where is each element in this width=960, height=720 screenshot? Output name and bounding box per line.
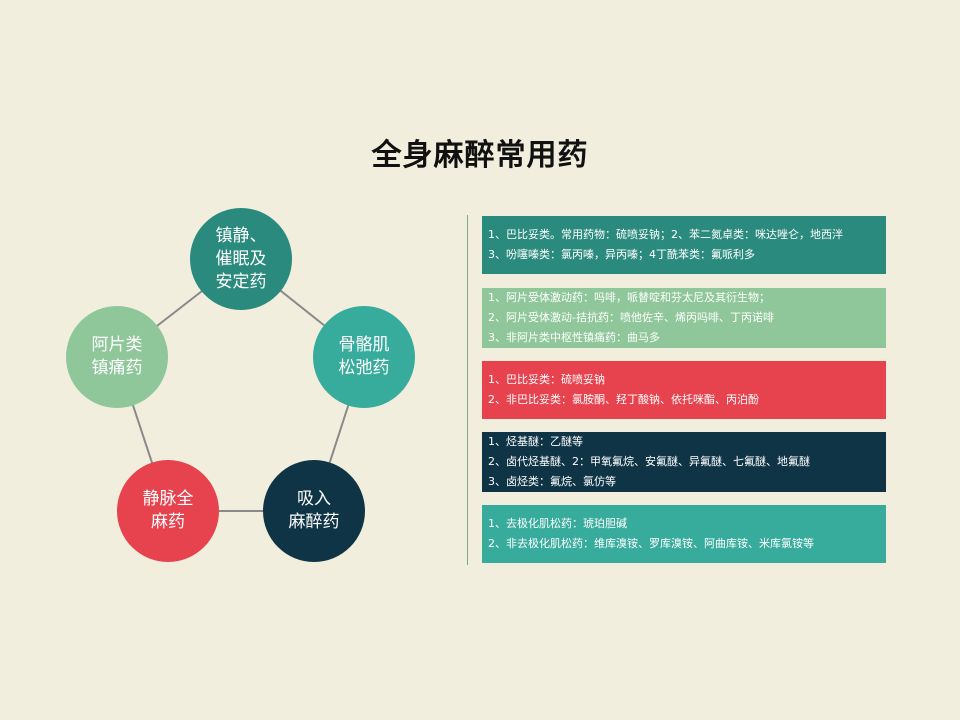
node-muscle-relaxant: 骨骼肌 松弛药 [313,306,415,408]
info-box-muscle-relaxants: 1、去极化肌松药：琥珀胆碱 2、非去极化肌松药：维库溴铵、罗库溴铵、阿曲库铵、米… [482,505,886,563]
node-label: 静脉全 麻药 [142,489,194,532]
info-box-inhalation: 1、烃基醚：乙醚等 2、卤代烃基醚、2：甲氧氟烷、安氟醚、异氟醚、七氟醚、地氟醚… [482,432,886,492]
info-line: 3、非阿片类中枢性镇痛药：曲马多 [488,331,660,344]
info-line: 2、非去极化肌松药：维库溴铵、罗库溴铵、阿曲库铵、米库氯铵等 [488,537,814,550]
node-opioid-analgesic: 阿片类 镇痛药 [66,306,168,408]
node-label: 镇静、 催眠及 安定药 [215,225,267,292]
vertical-divider [467,215,468,565]
info-line: 1、烃基醚：乙醚等 [488,435,583,448]
node-label: 吸入 麻醉药 [288,489,340,532]
node-intravenous-anesthetic: 静脉全 麻药 [117,460,219,562]
page-title: 全身麻醉常用药 [371,138,589,173]
node-inhalation-anesthetic: 吸入 麻醉药 [263,460,365,562]
info-line: 1、巴比妥类：硫喷妥钠 [488,373,605,386]
node-sedative-hypnotic: 镇静、 催眠及 安定药 [190,208,292,310]
info-box-intravenous: 1、巴比妥类：硫喷妥钠 2、非巴比妥类：氯胺酮、羟丁酸钠、依托咪酯、丙泊酚 [482,361,886,419]
info-line: 3、卤烃类：氟烷、氯仿等 [488,475,616,488]
info-line: 1、巴比妥类。常用药物：硫喷妥钠；2、苯二氮卓类：咪达唑仑，地西泮 [488,228,843,241]
info-line: 2、非巴比妥类：氯胺酮、羟丁酸钠、依托咪酯、丙泊酚 [488,393,759,406]
info-line: 1、去极化肌松药：琥珀胆碱 [488,517,627,530]
info-box-opioids: 1、阿片受体激动药：吗啡，哌替啶和芬太尼及其衍生物； 2、阿片受体激动-拮抗药：… [482,288,886,348]
node-label: 骨骼肌 松弛药 [338,335,390,378]
info-line: 1、阿片受体激动药：吗啡，哌替啶和芬太尼及其衍生物； [488,291,770,304]
info-box-sedatives: 1、巴比妥类。常用药物：硫喷妥钠；2、苯二氮卓类：咪达唑仑，地西泮 3、吩噻嗪类… [482,216,886,274]
info-line: 2、阿片受体激动-拮抗药：喷他佐辛、烯丙吗啡、丁丙诺啡 [488,311,774,324]
info-line: 3、吩噻嗪类：氯丙嗪，异丙嗪；4丁酰苯类：氟哌利多 [488,248,755,261]
info-line: 2、卤代烃基醚、2：甲氧氟烷、安氟醚、异氟醚、七氟醚、地氟醚 [488,455,810,468]
node-label: 阿片类 镇痛药 [91,335,143,378]
